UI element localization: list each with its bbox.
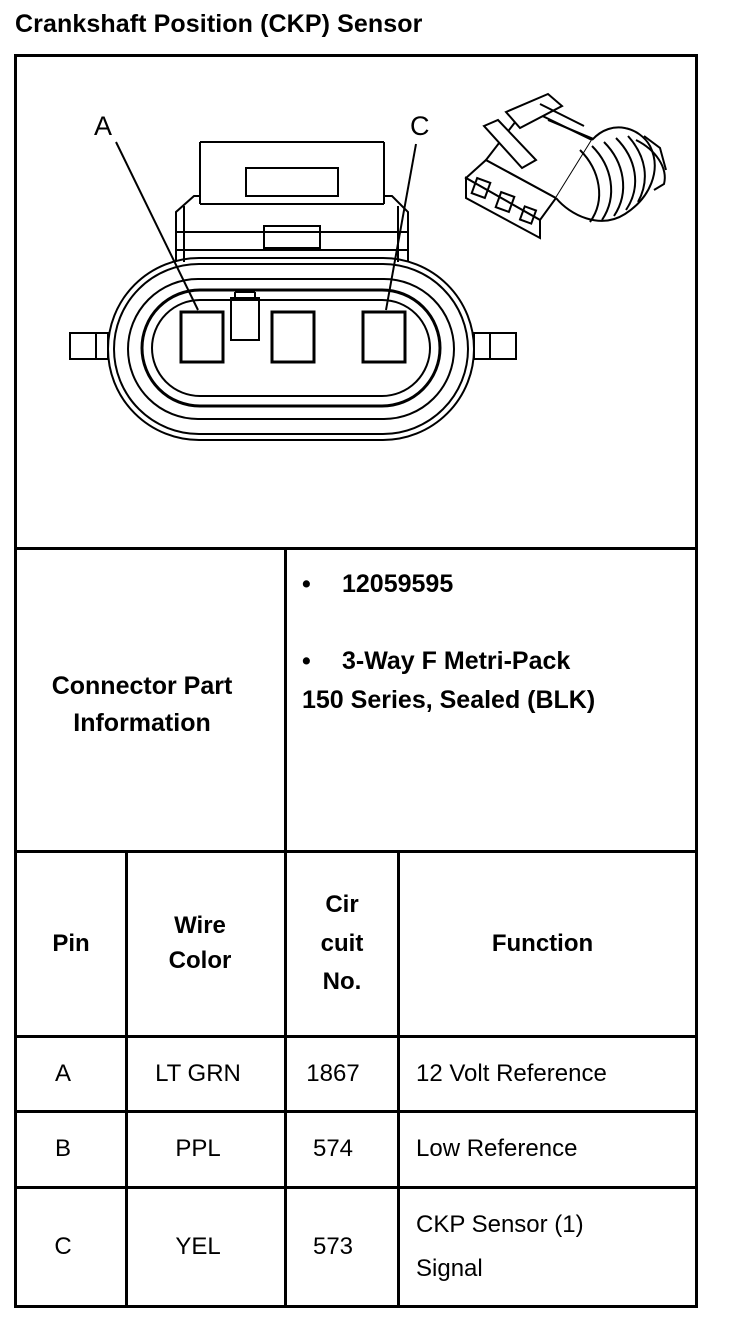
row-b-wire-color: PPL [175,1135,221,1163]
connector-isometric-icon [464,92,667,240]
row-c-function: CKP Sensor (1) Signal [416,1189,636,1305]
bullet-icon: • [302,570,311,598]
connector-table-frame [14,54,698,1308]
header-circuit-text: Cir cuit No. [320,891,364,996]
pin-label-c: C [410,111,430,141]
row-a-function: 12 Volt Reference [416,1059,607,1087]
row-a-wire-color: LT GRN [155,1059,241,1087]
row-b-function: Low Reference [416,1135,578,1163]
divider-col-circuit [397,850,400,1308]
divider-drawing-bottom [14,547,698,550]
connector-series: 150 Series, Sealed (BLK) [302,686,596,714]
bullet-icon: • [302,647,311,675]
header-function: Function [491,929,594,957]
row-b-circuit: 574 [312,1135,354,1163]
divider-connector-info [284,547,287,852]
header-pin: Pin [52,929,90,957]
row-a-circuit: 1867 [306,1059,360,1087]
connector-lock-tab [175,141,409,262]
row-c-wire-color: YEL [175,1232,221,1260]
divider-info-bottom [14,850,698,853]
terminal-cavities [179,291,407,364]
connector-type: 3-Way F Metri-Pack [342,647,571,675]
leader-line-c [385,143,417,311]
header-wire-color-text: Wire Color [168,912,232,974]
header-circuit: Cir cuit No. [287,853,397,1035]
divider-row-a [14,1110,698,1113]
connector-info-label-text: Connector Part Information [51,671,233,738]
row-a-pin: A [54,1059,71,1087]
leader-line-a [115,141,199,311]
connector-info-label: Connector Part Information [30,650,254,760]
part-number: 12059595 [342,570,454,598]
connector-ears [69,332,517,360]
divider-col-pin [125,850,128,1308]
row-c-function-text: CKP Sensor (1) Signal [416,1210,584,1282]
header-wire-color: Wire Color [140,853,260,1035]
pin-label-a: A [94,111,112,141]
part-number-item: • 12059595 [302,570,453,599]
connector-face-outline [107,257,475,441]
row-c-circuit: 573 [312,1232,354,1260]
row-b-pin: B [54,1135,71,1163]
row-c-pin: C [54,1232,72,1260]
divider-col-wire [284,850,287,1308]
connector-diagram: A C [69,92,667,441]
divider-header-bottom [14,1035,698,1038]
connector-type-item: • 3-Way F Metri-Pack [302,647,570,676]
page-title: Crankshaft Position (CKP) Sensor [15,10,423,38]
divider-row-b [14,1186,698,1189]
